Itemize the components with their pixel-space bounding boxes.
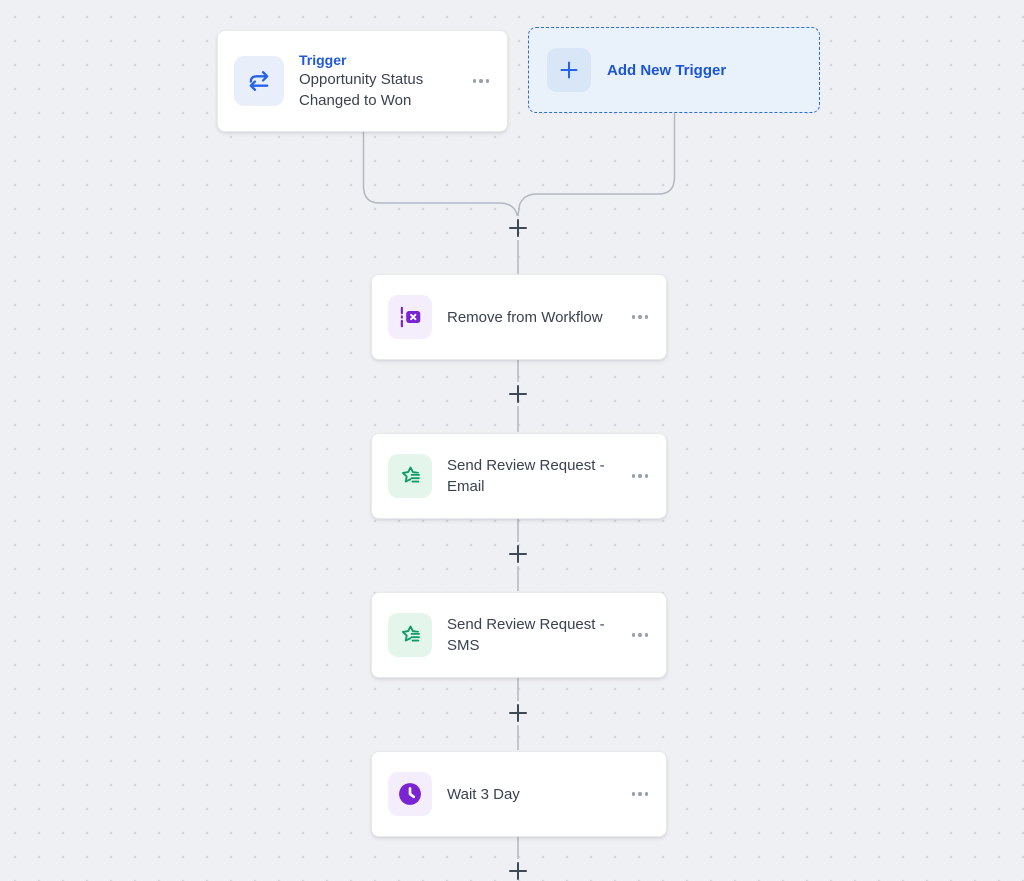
remove-from-workflow-icon [388,295,432,339]
action-card-remove-from-workflow[interactable]: Remove from Workflow [371,274,667,360]
action-title: Wait 3 Day [447,785,520,803]
plus-icon [547,48,591,92]
add-new-trigger-button[interactable]: Add New Trigger [528,27,820,113]
review-star-icon [388,613,432,657]
add-step-plus-icon[interactable] [509,385,527,403]
add-step-plus-icon[interactable] [509,862,527,880]
add-step-plus-icon[interactable] [509,219,527,237]
action-card-wait[interactable]: Wait 3 Day [371,751,667,837]
card-menu-button[interactable] [630,309,651,325]
action-card-send-review-request-sms[interactable]: Send Review Request - SMS [371,592,667,678]
connector-line-add-trigger [517,113,676,217]
action-title: Remove from Workflow [447,308,603,326]
wait-clock-icon [388,772,432,816]
connector-line-trigger [362,132,519,217]
card-menu-button[interactable] [630,786,651,802]
add-new-trigger-label: Add New Trigger [607,61,727,79]
add-step-plus-icon[interactable] [509,545,527,563]
trigger-card-text: Trigger Opportunity Status Changed to Wo… [299,52,455,111]
trigger-title: Opportunity Status Changed to Won [299,70,424,109]
trigger-card[interactable]: Trigger Opportunity Status Changed to Wo… [217,30,508,132]
trigger-label: Trigger [299,51,347,68]
action-title: Send Review Request - Email [447,457,605,495]
review-star-icon [388,454,432,498]
add-step-plus-icon[interactable] [509,704,527,722]
card-menu-button[interactable] [630,468,651,484]
action-title: Send Review Request - SMS [447,616,605,654]
action-card-send-review-request-email[interactable]: Send Review Request - Email [371,433,667,519]
card-menu-button[interactable] [471,73,492,89]
swap-arrows-icon [234,56,284,106]
card-menu-button[interactable] [630,627,651,643]
